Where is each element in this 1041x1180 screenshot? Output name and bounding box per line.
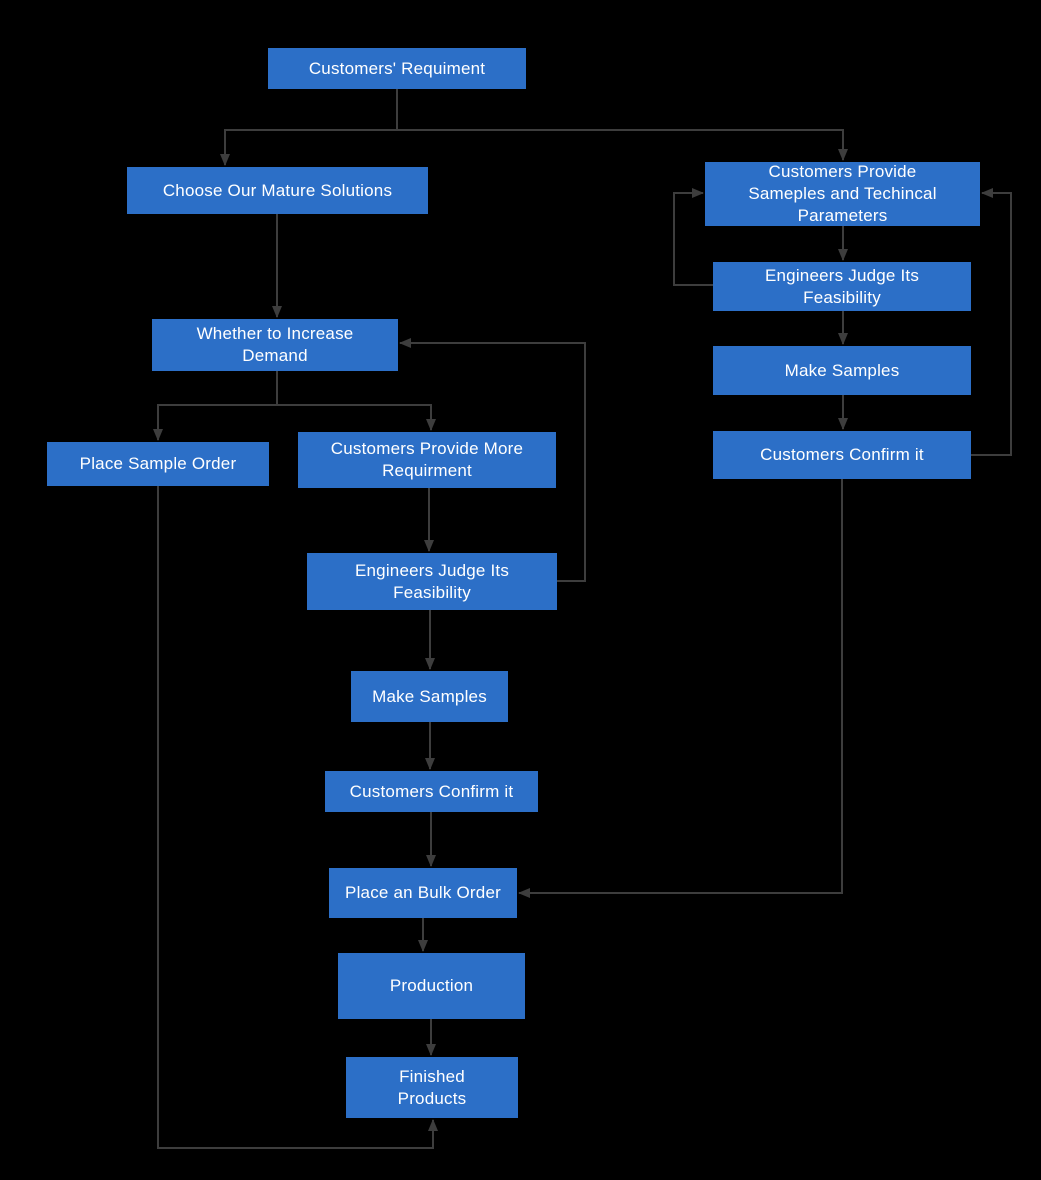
node-customers-provide-more: Customers Provide More Requirment (298, 432, 556, 488)
node-place-bulk-order: Place an Bulk Order (329, 868, 517, 918)
node-engineers-judge-right: Engineers Judge Its Feasibility (713, 262, 971, 311)
edge-confirm-right-to-bulk (518, 479, 843, 898)
edge-confirm-right-feedback (971, 188, 1012, 456)
node-place-sample-order: Place Sample Order (47, 442, 269, 486)
node-customers-confirm-right: Customers Confirm it (713, 431, 971, 479)
node-engineers-judge-mid: Engineers Judge Its Feasibility (307, 553, 557, 610)
node-choose-mature-solutions: Choose Our Mature Solutions (127, 167, 428, 214)
node-customers-requirement: Customers' Requiment (268, 48, 526, 89)
edge-engineers-right-feedback (673, 188, 713, 286)
edge-sample-order-to-finished (157, 486, 438, 1149)
node-production: Production (338, 953, 525, 1019)
node-make-samples-mid: Make Samples (351, 671, 508, 722)
node-finished-products: Finished Products (346, 1057, 518, 1118)
edge-engineers-mid-feedback (399, 338, 586, 582)
node-make-samples-right: Make Samples (713, 346, 971, 395)
node-whether-increase-demand: Whether to Increase Demand (152, 319, 398, 371)
node-customers-confirm-mid: Customers Confirm it (325, 771, 538, 812)
node-customers-provide-samples: Customers Provide Sameples and Techincal… (705, 162, 980, 226)
